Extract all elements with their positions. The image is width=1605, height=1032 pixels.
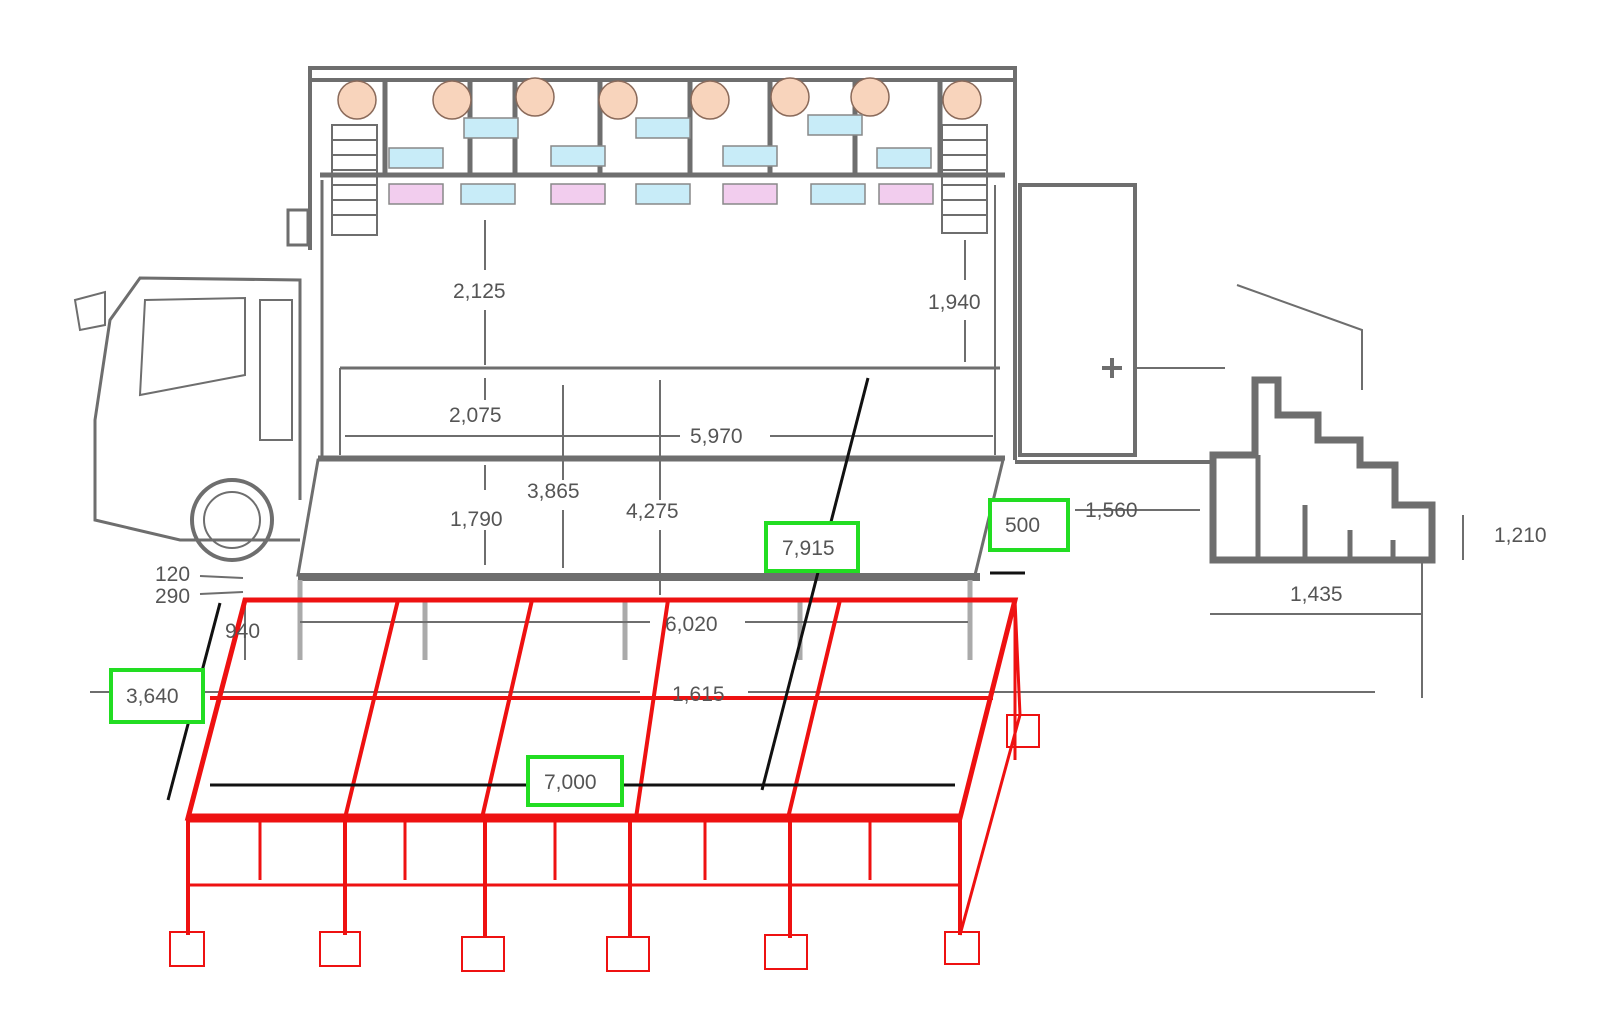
extension-stage-frame[interactable] (169, 597, 1040, 972)
highlight-7000: 7,000 (526, 755, 624, 807)
dim-940: 940 (225, 620, 260, 643)
highlight-3640: 3,640 (109, 668, 205, 724)
dim-5970: 5,970 (690, 425, 743, 448)
highlight-3640-text: 3,640 (126, 685, 179, 708)
dim-2125: 2,125 (453, 280, 506, 303)
highlighted-dimensions: 7,915 500 3,640 7,000 (109, 498, 1070, 807)
dim-4275: 4,275 (626, 500, 679, 523)
dim-2075: 2,075 (449, 404, 502, 427)
dim-1615: 1,615 (672, 683, 725, 706)
dim-3865: 3,865 (527, 480, 580, 503)
upper-deck (308, 66, 1017, 460)
dim-1210: 1,210 (1494, 524, 1547, 547)
stairs (1209, 376, 1436, 564)
dim-290: 290 (155, 585, 190, 608)
dim-6020: 6,020 (665, 613, 718, 636)
performers (337, 77, 982, 120)
dim-1790: 1,790 (450, 508, 503, 531)
highlight-7915-text: 7,915 (782, 537, 835, 560)
highlight-arrows (166, 377, 1025, 801)
ladders (331, 124, 988, 236)
footpads (169, 714, 1040, 972)
highlight-500: 500 (988, 498, 1070, 552)
truck-cab (73, 276, 302, 562)
dimension-labels: 2,125 1,940 2,075 5,970 3,865 4,275 1,79… (155, 280, 1547, 706)
dim-1560: 1,560 (1085, 499, 1138, 522)
dim-1435: 1,435 (1290, 583, 1343, 606)
dim-1940: 1,940 (928, 291, 981, 314)
dim-120: 120 (155, 563, 190, 586)
truck-outriggers (297, 580, 973, 660)
seats (388, 114, 934, 205)
highlight-7000-text: 7,000 (544, 771, 597, 794)
truck-body (286, 180, 1363, 581)
highlight-7915: 7,915 (764, 521, 860, 573)
highlight-500-text: 500 (1005, 514, 1040, 537)
